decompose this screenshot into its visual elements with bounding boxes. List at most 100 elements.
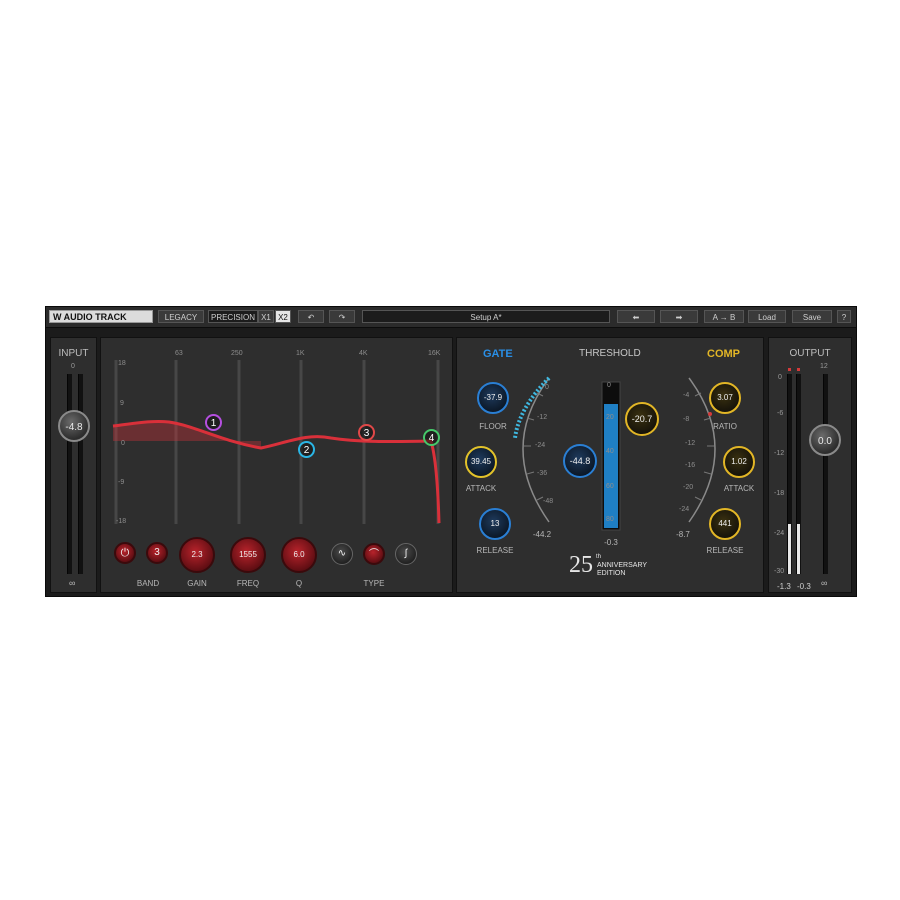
comp-release-label: RELEASE: [706, 546, 744, 555]
left-scale-12: -12: [537, 414, 548, 421]
output-clip-right[interactable]: [797, 368, 800, 371]
gain-label: GAIN: [187, 579, 207, 588]
freq-knob[interactable]: 1555: [230, 537, 266, 573]
band-label: BAND: [136, 579, 160, 588]
eq-node-1[interactable]: 1: [205, 414, 222, 431]
ratio-knob[interactable]: 3.07: [709, 382, 741, 414]
anniversary-sup: th: [596, 554, 602, 560]
dynamics-arc-meters: [513, 376, 716, 531]
freq-label-16k: 16K: [428, 350, 441, 357]
type-label: TYPE: [363, 579, 385, 588]
right-scale-24: -24: [679, 506, 690, 513]
right-readout: -8.7: [676, 530, 690, 539]
dynamics-panel: GATE THRESHOLD COMP -37.9 FLOOR 39.45 AT…: [456, 337, 764, 593]
x1-button[interactable]: X1: [258, 310, 274, 323]
input-meter-right: [78, 374, 83, 574]
product-name: AUDIO TRACK: [63, 312, 127, 322]
eq-node-2[interactable]: 2: [298, 441, 315, 458]
output-fader[interactable]: 0.0: [809, 424, 841, 456]
previous-setup-button[interactable]: ⬅: [617, 310, 655, 323]
right-scale-12: -12: [685, 440, 696, 447]
type-high-shelf-button[interactable]: ∫: [395, 543, 417, 565]
output-peak-right: -0.3: [797, 582, 811, 591]
waves-logo: W AUDIO TRACK: [49, 310, 153, 323]
gate-attack-knob[interactable]: 39.45: [465, 446, 497, 478]
output-meter-left: [787, 374, 792, 574]
output-panel: OUTPUT 12 0 -6 -12 -18 -24 -30 0.0 -1.3 …: [768, 337, 852, 593]
arrow-right-icon: ➡: [675, 313, 683, 322]
anniversary-text-2: EDITION: [597, 570, 626, 577]
input-meter-left: [67, 374, 72, 574]
eq-node-3[interactable]: 3: [358, 424, 375, 441]
db-label-neg18: -18: [116, 518, 127, 525]
output-scale-24: -24: [774, 530, 785, 537]
ratio-label: RATIO: [713, 422, 737, 431]
type-bell-button[interactable]: ⌒: [363, 543, 385, 565]
comp-attack-knob[interactable]: 1.02: [723, 446, 755, 478]
input-scale-top: 0: [71, 363, 75, 370]
right-scale-20: -20: [683, 484, 694, 491]
output-clip-left[interactable]: [788, 368, 791, 371]
gate-release-label: RELEASE: [476, 546, 514, 555]
output-scale-0: 0: [778, 374, 782, 381]
comp-release-knob[interactable]: 441: [709, 508, 741, 540]
floor-knob[interactable]: -37.9: [477, 382, 509, 414]
redo-icon: ↷: [338, 313, 346, 322]
center-scale-60: 60: [606, 483, 614, 490]
precision-label: PRECISION: [208, 310, 258, 323]
setup-name-field[interactable]: Setup A*: [362, 310, 610, 323]
gain-knob[interactable]: 2.3: [179, 537, 215, 573]
eq-node-4[interactable]: 4: [423, 429, 440, 446]
output-meter-right-level: [797, 524, 800, 574]
freq-label-63: 63: [175, 350, 183, 357]
gate-release-knob[interactable]: 13: [479, 508, 511, 540]
freq-label: FREQ: [236, 579, 260, 588]
center-readout: -0.3: [604, 538, 618, 547]
q-knob[interactable]: 6.0: [281, 537, 317, 573]
type-low-shelf-button[interactable]: ∿: [331, 543, 353, 565]
floor-label: FLOOR: [479, 422, 507, 431]
right-scale-8: -8: [683, 416, 690, 423]
undo-button[interactable]: ↶: [298, 310, 324, 323]
output-scale-12: -12: [774, 450, 785, 457]
load-button[interactable]: Load: [748, 310, 786, 323]
gate-threshold-knob[interactable]: -44.8: [563, 444, 597, 478]
output-scale-30: -30: [774, 568, 785, 575]
input-fader[interactable]: -4.8: [58, 410, 90, 442]
gate-attack-label: ATTACK: [465, 484, 497, 493]
help-button[interactable]: ?: [837, 310, 851, 323]
bell-icon: ⌒: [369, 549, 379, 560]
band-power-button[interactable]: ⏻: [114, 542, 136, 564]
anniversary-text-1: ANNIVERSARY: [597, 562, 648, 569]
freq-label-4k: 4K: [359, 350, 368, 357]
save-button[interactable]: Save: [792, 310, 832, 323]
redo-button[interactable]: ↷: [329, 310, 355, 323]
ab-compare-button[interactable]: A → B: [704, 310, 744, 323]
undo-icon: ↶: [307, 313, 315, 322]
eq-response-curve: [112, 420, 441, 524]
anniversary-logo: 25 th ANNIVERSARY EDITION: [569, 552, 669, 582]
db-label-9: 9: [120, 400, 124, 407]
db-label-0: 0: [121, 440, 125, 447]
output-meter-right: [796, 374, 801, 574]
comp-threshold-knob[interactable]: -20.7: [625, 402, 659, 436]
waves-w-icon: W: [53, 312, 62, 322]
arrow-left-icon: ⬅: [632, 313, 640, 322]
next-setup-button[interactable]: ➡: [660, 310, 698, 323]
legacy-button[interactable]: LEGACY: [158, 310, 204, 323]
center-scale-40: 40: [606, 448, 614, 455]
threshold-title: THRESHOLD: [579, 348, 641, 359]
input-infinity: ∞: [69, 578, 76, 588]
band-select-button[interactable]: 3: [146, 542, 168, 564]
output-scale-18: -18: [774, 490, 785, 497]
audio-track-plugin: W AUDIO TRACK LEGACY PRECISION X1 X2 ↶ ↷…: [45, 306, 857, 597]
input-title: INPUT: [58, 348, 89, 359]
high-shelf-icon: ∫: [404, 548, 408, 559]
x2-button[interactable]: X2: [275, 310, 291, 323]
output-meter-left-level: [788, 524, 791, 574]
left-scale-0: 0: [545, 384, 549, 391]
freq-label-1k: 1K: [296, 350, 305, 357]
output-title: OUTPUT: [789, 348, 831, 359]
eq-fill-area: [113, 421, 261, 448]
output-infinity: ∞: [821, 578, 828, 588]
